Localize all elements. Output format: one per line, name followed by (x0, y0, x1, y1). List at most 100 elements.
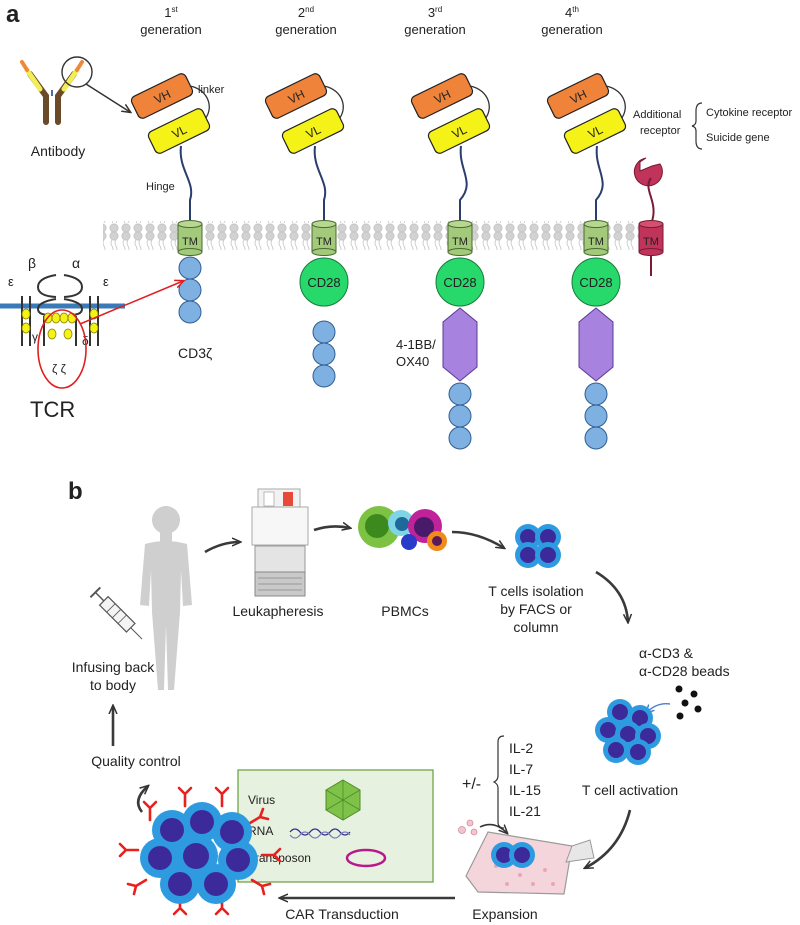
vh-domain-2: VH (264, 73, 328, 119)
cytokine-1: IL-2 (509, 740, 533, 756)
car-gen3: VH VL TM CD28 4-1BB/ OX40 (396, 73, 491, 450)
tcr-label: TCR (30, 397, 75, 422)
additional-receptor-head (633, 157, 663, 187)
costim-domain-3 (442, 307, 478, 382)
arrow-leukapheresis-to-pbmc (313, 526, 350, 532)
plus-minus-label: +/- (462, 776, 481, 793)
svg-text:CD28: CD28 (443, 275, 476, 290)
gen2-num: 2 (298, 5, 305, 20)
svg-text:α: α (72, 255, 80, 271)
arrow-isolation-to-activation (595, 570, 628, 622)
panel-a-label: a (6, 1, 20, 28)
arrow-transduction-to-qc (136, 786, 148, 813)
beads-icon (675, 685, 702, 720)
svg-text:CD28: CD28 (307, 275, 340, 290)
isolation-label-line2: by FACS or (500, 601, 572, 617)
expansion-label: Expansion (472, 906, 537, 922)
costim-label-line2: OX40 (396, 354, 429, 369)
generation-header-1: 1st generation (140, 5, 201, 37)
vl-domain-1: VL (147, 108, 211, 154)
svg-text:β: β (28, 255, 36, 271)
svg-text:TM: TM (643, 236, 659, 248)
car-gen2: VH VL TM CD28 (264, 73, 349, 388)
quality-control-label: Quality control (91, 753, 180, 769)
cytokine-3: IL-15 (509, 782, 541, 798)
generation-header-3: 3rd generation (404, 5, 465, 37)
car-gen1: VH VL linker Hinge TM CD3ζ (130, 73, 225, 361)
infusing-label-line2: to body (90, 677, 136, 693)
gen1-num: 1 (164, 5, 171, 20)
rna-icon (289, 828, 351, 839)
cd3z-itams-3 (448, 382, 472, 450)
leukapheresis-machine-icon (251, 488, 309, 597)
linker-label: linker (198, 84, 225, 96)
cytokine-arrow (479, 823, 507, 833)
hinge-1 (179, 145, 193, 224)
culture-flask-icon (465, 831, 595, 895)
panel-b-label: b (68, 478, 83, 505)
tm-domain-3: TM (447, 220, 473, 256)
arrow-body-to-leukapheresis (204, 542, 240, 554)
svg-text:TM: TM (452, 236, 468, 248)
svg-text:ζ ζ: ζ ζ (52, 362, 67, 376)
svg-text:VL: VL (586, 122, 606, 141)
cytokine-receptor-label: Cytokine receptor (706, 107, 793, 119)
tcr-to-cd3z-arrow (79, 281, 183, 325)
gen2-word: generation (275, 22, 336, 37)
gen1-sup: st (172, 5, 179, 14)
costim-domain-4 (578, 307, 614, 382)
arrow-activation-to-expansion (585, 809, 632, 868)
pbmc-cells-icon (358, 506, 447, 551)
gen3-word: generation (404, 22, 465, 37)
cd3z-itams-4 (584, 382, 608, 450)
cd3z-label: CD3ζ (178, 345, 212, 361)
tm-domain-4: TM (583, 220, 609, 256)
vh-domain-4: VH (546, 73, 610, 119)
beads-label-line2: α-CD28 beads (639, 663, 730, 679)
antibody-highlight-circle (61, 56, 93, 88)
vector-rna-label: RNA (248, 824, 273, 838)
antibody-to-scfv-arrow (85, 83, 130, 112)
additional-receptor: TM (633, 157, 664, 276)
generation-header-4: 4th generation (541, 5, 602, 37)
svg-text:VL: VL (170, 122, 190, 141)
gen4-sup: th (572, 5, 579, 14)
arrow-pbmc-to-isolation (451, 530, 504, 548)
svg-text:TM: TM (316, 236, 332, 248)
cd28-domain-2: CD28 (299, 257, 349, 307)
suicide-gene-label: Suicide gene (706, 132, 770, 144)
cytokine-4: IL-21 (509, 803, 541, 819)
vh-domain-3: VH (410, 73, 474, 119)
vl-domain-2: VL (281, 108, 345, 154)
cytokine-bracket (492, 735, 505, 829)
cd28-domain-3: CD28 (435, 257, 485, 307)
vector-virus-label: Virus (248, 793, 275, 807)
cytokine-2: IL-7 (509, 761, 533, 777)
svg-text:VH: VH (152, 87, 173, 107)
car-gen4: VH VL TM CD28 TM (546, 73, 793, 450)
generation-header-2: 2nd generation (275, 5, 336, 37)
svg-text:VH: VH (432, 87, 453, 107)
cd3z-itams-2 (312, 320, 336, 388)
beads-label-line1: α-CD3 & (639, 645, 694, 661)
svg-text:VH: VH (286, 87, 307, 107)
infusing-label-line1: Infusing back (72, 659, 155, 675)
cytokine-droplets-icon (458, 819, 478, 836)
additional-bracket (691, 102, 703, 150)
gen3-num: 3 (428, 5, 435, 20)
gen2-sup: nd (305, 5, 314, 14)
svg-text:1st: 1st (164, 5, 178, 20)
human-silhouette-icon (140, 506, 192, 690)
virus-icon (325, 779, 361, 821)
tm-domain-1: TM (177, 220, 203, 256)
svg-text:3rd: 3rd (428, 5, 442, 20)
activation-label: T cell activation (582, 782, 678, 798)
transposon-icon (345, 848, 387, 868)
svg-text:VL: VL (450, 122, 470, 141)
leukapheresis-label: Leukapheresis (232, 603, 323, 619)
svg-text:VH: VH (568, 87, 589, 107)
svg-text:ε: ε (8, 274, 14, 289)
svg-text:CD28: CD28 (579, 275, 612, 290)
pbmcs-label: PBMCs (381, 603, 428, 619)
